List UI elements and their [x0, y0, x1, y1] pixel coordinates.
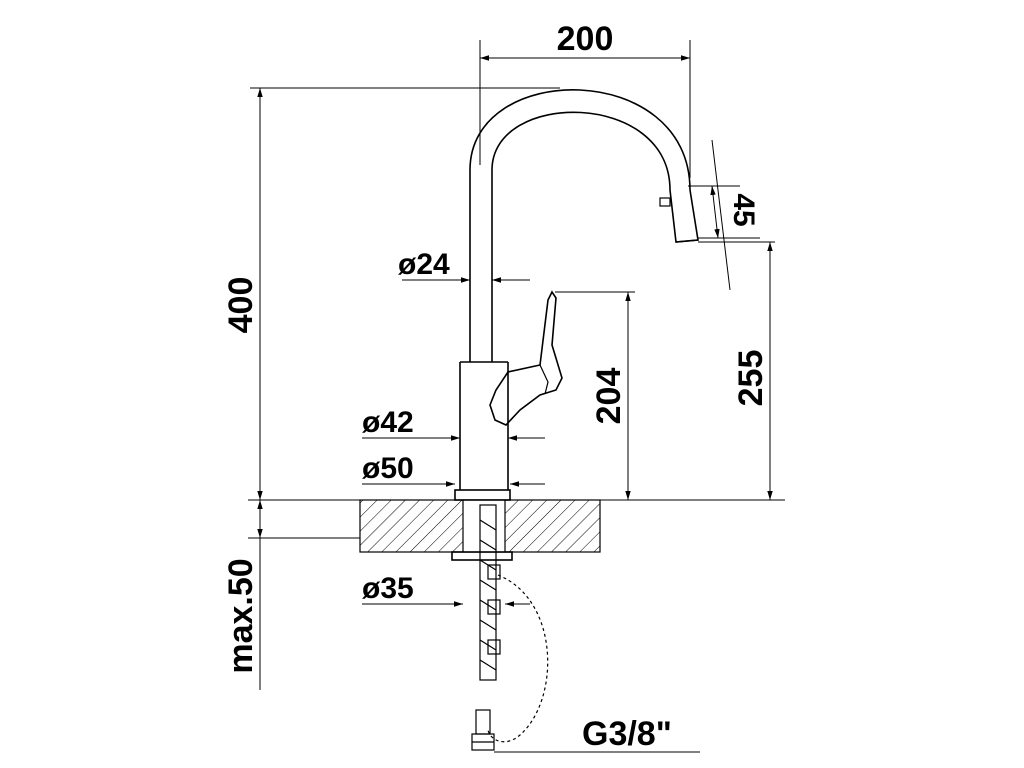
dim-200: 200 — [479, 20, 691, 178]
dim-45-label: 45 — [727, 193, 760, 226]
dim-max50-label: max.50 — [222, 558, 260, 673]
dim-255: 255 — [698, 241, 775, 500]
dim-200-label: 200 — [557, 20, 614, 58]
dim-g38: G3/8" — [494, 715, 700, 753]
dim-max50: max.50 — [222, 470, 263, 690]
dim-d42: ø42 — [362, 406, 545, 441]
dim-255-label: 255 — [732, 350, 770, 407]
dim-d50-label: ø50 — [362, 452, 414, 485]
dim-d35-label: ø35 — [362, 572, 414, 605]
lever-handle — [489, 290, 563, 426]
dim-204-label: 204 — [590, 368, 628, 425]
faucet-body — [451, 89, 699, 561]
dim-400: 400 — [222, 87, 560, 500]
dim-d24-label: ø24 — [398, 248, 450, 281]
dim-d42-label: ø42 — [362, 406, 414, 439]
mounting-hardware — [471, 504, 549, 751]
dim-d35: ø35 — [362, 572, 530, 607]
dim-400-label: 400 — [222, 277, 260, 334]
dim-204: 204 — [555, 291, 635, 500]
dim-45: 45 — [688, 139, 760, 291]
dim-g38-label: G3/8" — [582, 715, 672, 753]
dim-d50: ø50 — [362, 452, 545, 487]
dim-d24: ø24 — [398, 248, 530, 283]
